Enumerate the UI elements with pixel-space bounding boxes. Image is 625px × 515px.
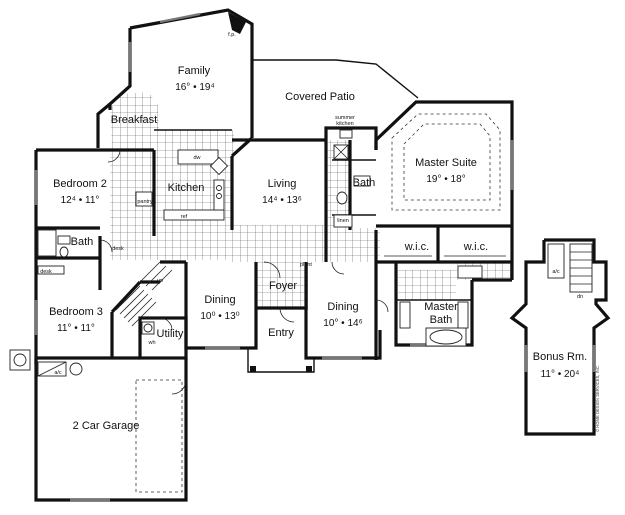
desk-kitchen-label: desk <box>112 246 124 252</box>
doors <box>99 149 389 395</box>
dining-left-dims: 10⁰ • 13⁰ <box>200 311 239 322</box>
pantry-label: pantry <box>137 199 153 205</box>
summer-kitchen-label-2: kitchen <box>336 121 353 127</box>
wh-label: wh <box>147 340 155 346</box>
family-label: Family <box>178 65 211 77</box>
desk-bed-label: desk <box>40 269 52 275</box>
bedroom3-label: Bedroom 3 <box>49 306 103 318</box>
kitchen-label: Kitchen <box>168 182 205 194</box>
summer-kitchen-label-1: summer <box>335 115 355 121</box>
bedroom2-label: Bedroom 2 <box>53 178 107 190</box>
bonus-dims: 11° • 20⁴ <box>541 369 580 380</box>
foyer-label: Foyer <box>269 280 297 292</box>
dining-right-dims: 10° • 14⁶ <box>323 318 362 329</box>
plant-label: plant <box>300 262 312 268</box>
bonus-stairs <box>569 243 593 293</box>
dining-right-label: Dining <box>327 301 358 313</box>
dining-left-label: Dining <box>204 294 235 306</box>
covered-patio-label: Covered Patio <box>285 91 355 103</box>
dw-label: dw <box>193 155 200 161</box>
family-dims: 16° • 19⁴ <box>175 82 215 93</box>
tiled-floor <box>110 92 512 310</box>
living-dims: 14⁴ • 13⁶ <box>262 195 302 206</box>
entry-label: Entry <box>268 327 294 339</box>
bath-master-side-label: Bath <box>353 177 376 189</box>
wic-right-label: w.i.c. <box>463 241 488 253</box>
master-bath-label-line2: Bath <box>430 314 453 326</box>
wic-left-label: w.i.c. <box>404 241 429 253</box>
copyright-text: © HOME DESIGN SERVICES, INC. <box>595 365 600 432</box>
fp-label: f.p. <box>228 32 236 38</box>
windows <box>34 12 596 502</box>
garage-label: 2 Car Garage <box>73 420 140 432</box>
ac-garage-label: a/c <box>54 370 62 376</box>
master-bath-label-line1: Master <box>424 301 458 313</box>
stairs <box>115 261 173 327</box>
linen-label: linen <box>337 218 349 224</box>
bath-left-label: Bath <box>71 236 94 248</box>
up-label: up <box>157 278 163 284</box>
bonus-label: Bonus Rm. <box>533 351 587 363</box>
ac-bonus-label: a/c <box>552 269 560 275</box>
fixtures <box>9 12 593 493</box>
master-suite-label: Master Suite <box>415 157 477 169</box>
dn-label: dn <box>577 294 583 300</box>
ref-label: ref <box>181 214 188 220</box>
master-suite-dims: 19° • 18° <box>426 174 465 185</box>
bedroom2-dims: 12⁴ • 11° <box>61 195 100 206</box>
room-labels: Family 16° • 19⁴ Covered Patio Breakfast… <box>49 65 587 432</box>
annotations: f.p. summer kitchen linen pantry desk de… <box>40 32 600 432</box>
bedroom3-dims: 11° • 11° <box>57 323 95 334</box>
breakfast-label: Breakfast <box>111 114 157 126</box>
living-label: Living <box>268 178 297 190</box>
utility-label: Utility <box>157 328 184 340</box>
